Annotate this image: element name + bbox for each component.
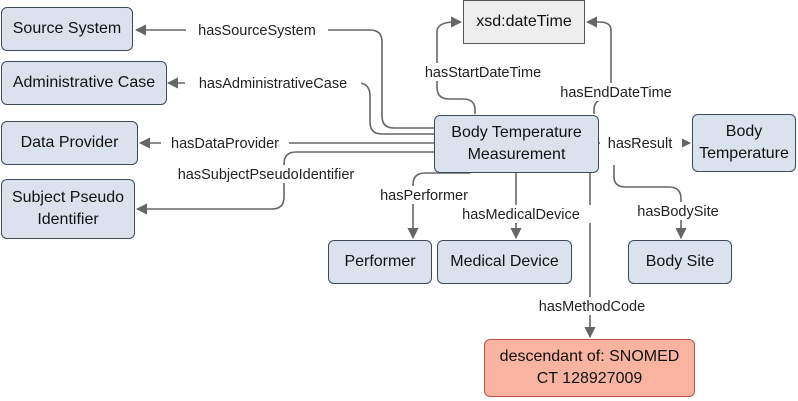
label-has-start-date-time: hasStartDateTime <box>425 65 541 81</box>
node-body-site-label: Body Site <box>645 253 715 270</box>
node-medical-device-label: Medical Device <box>450 253 559 270</box>
edge-has-administrative-case <box>166 77 434 135</box>
label-has-result: hasResult <box>608 136 672 152</box>
node-subject-pseudo-identifier[interactable]: Subject Pseudo Identifier <box>1 179 135 239</box>
node-snomed-code-line2: CT 128927009 <box>536 370 643 387</box>
edge-has-performer <box>407 172 470 240</box>
node-data-provider-label: Data Provider <box>20 134 119 151</box>
node-source-system-label: Source System <box>12 20 122 37</box>
node-body-temperature[interactable]: Body Temperature <box>692 114 796 172</box>
node-body-temperature-measurement-line2: Measurement <box>467 146 566 163</box>
node-administrative-case[interactable]: Administrative Case <box>1 61 167 105</box>
node-performer[interactable]: Performer <box>328 240 432 284</box>
edge-has-body-site <box>613 165 687 240</box>
node-snomed-code[interactable]: descendant of: SNOMED CT 128927009 <box>484 339 695 397</box>
node-data-provider[interactable]: Data Provider <box>1 121 138 165</box>
label-has-medical-device: hasMedicalDevice <box>462 207 580 223</box>
label-has-source-system: hasSourceSystem <box>198 23 316 39</box>
node-xsd-datetime-label: xsd:dateTime <box>476 13 572 30</box>
label-has-end-date-time: hasEndDateTime <box>560 85 672 101</box>
label-has-administrative-case: hasAdministrativeCase <box>199 76 347 92</box>
label-has-subject-pseudo-identifier: hasSubjectPseudoIdentifier <box>178 167 355 183</box>
node-source-system[interactable]: Source System <box>1 7 133 51</box>
label-has-method-code: hasMethodCode <box>539 299 645 315</box>
node-medical-device[interactable]: Medical Device <box>437 240 572 284</box>
node-subject-pseudo-identifier-line2: Identifier <box>37 211 99 228</box>
node-body-site[interactable]: Body Site <box>628 240 732 284</box>
node-body-temperature-line1: Body <box>725 123 763 140</box>
node-body-temperature-line2: Temperature <box>699 145 789 162</box>
label-has-performer: hasPerformer <box>380 188 468 204</box>
edge-has-start-date-time <box>436 16 476 114</box>
label-has-data-provider: hasDataProvider <box>171 136 279 152</box>
edge-has-source-system <box>134 24 434 129</box>
node-subject-pseudo-identifier-line1: Subject Pseudo <box>11 189 125 206</box>
node-snomed-code-line1: descendant of: SNOMED <box>499 348 680 365</box>
label-has-body-site: hasBodySite <box>637 204 718 220</box>
node-body-temperature-measurement[interactable]: Body Temperature Measurement <box>434 115 599 173</box>
node-xsd-datetime[interactable]: xsd:dateTime <box>463 0 585 44</box>
node-performer-label: Performer <box>344 253 416 270</box>
node-body-temperature-measurement-line1: Body Temperature <box>451 124 582 141</box>
node-administrative-case-label: Administrative Case <box>12 74 156 91</box>
